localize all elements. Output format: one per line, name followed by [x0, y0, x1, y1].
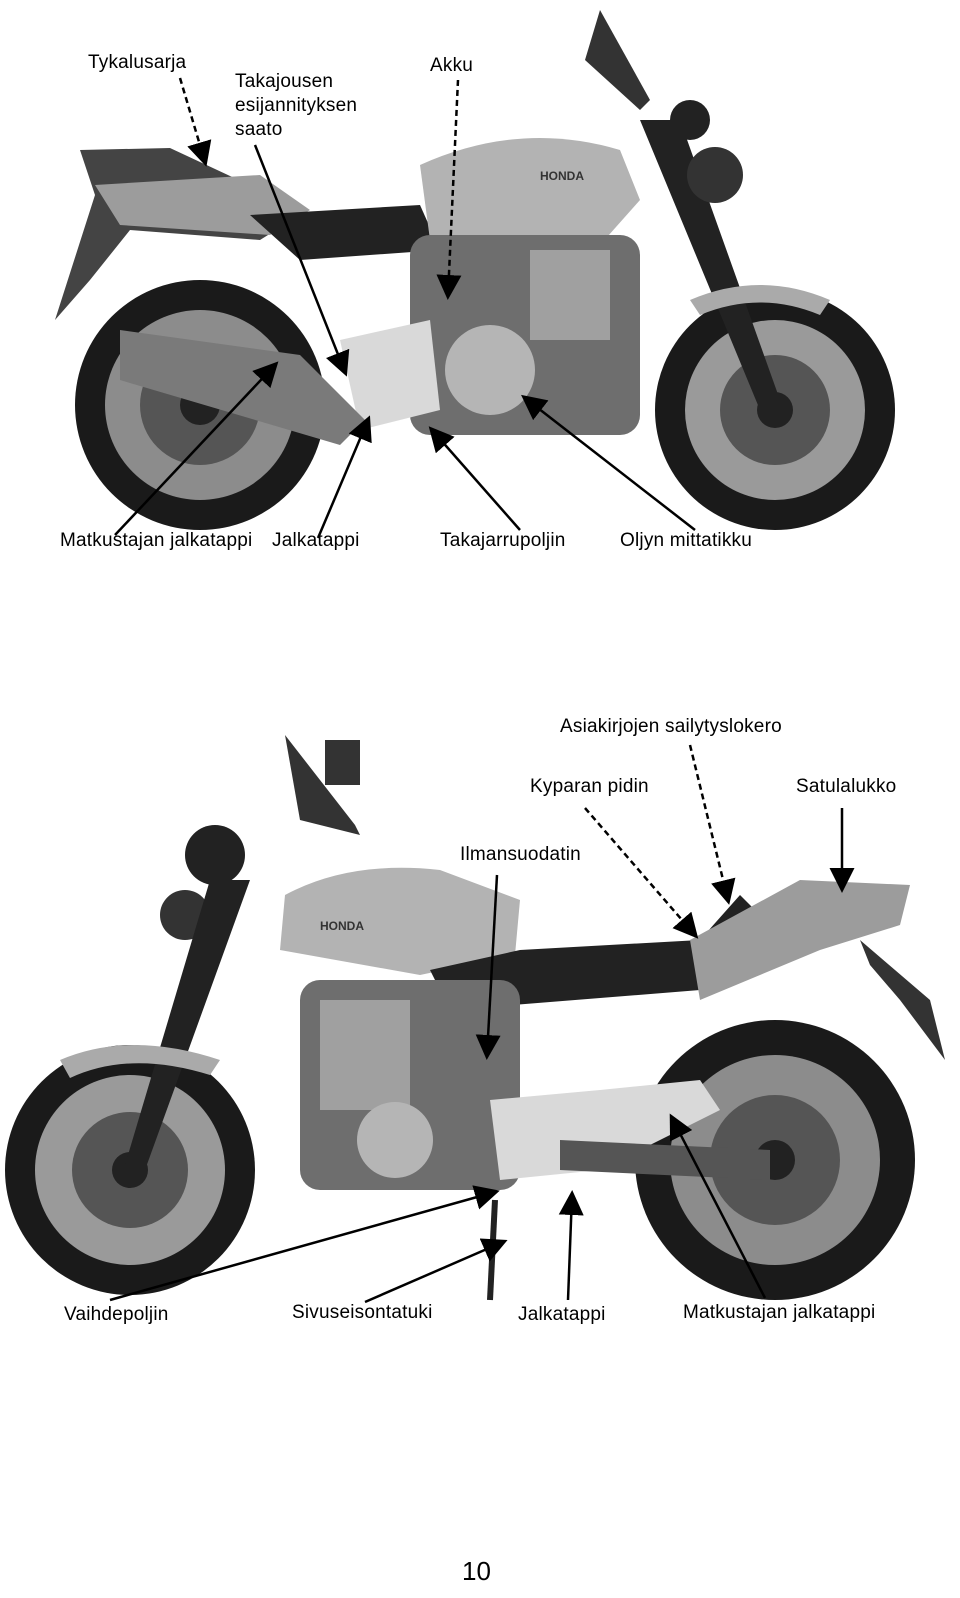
label-shift-pedal: Vaihdepoljin [64, 1304, 169, 1325]
label-toolkit: Tykalusarja [88, 52, 187, 73]
label-rear-shock-preload: Takajousen esijannityksen saato [235, 71, 358, 140]
label-passenger-footpeg: Matkustajan jalkatappi [60, 530, 253, 551]
motorcycle-right-side-illustration: HONDA [55, 10, 895, 539]
label-footpeg: Jalkatappi [518, 1304, 606, 1325]
front-wheel [5, 1045, 255, 1295]
label-side-stand: Sivuseisontatuki [292, 1302, 433, 1323]
motorcycle-left-side-illustration: HONDA [5, 735, 945, 1304]
label-passenger-footpeg: Matkustajan jalkatappi [683, 1302, 876, 1323]
motorcycle-right-side-figure: HONDA Tykalusarja Takajousen esijannityk… [0, 0, 960, 580]
front-wheel [655, 290, 895, 530]
label-battery: Akku [430, 55, 474, 76]
label-footpeg: Jalkatappi [272, 530, 360, 551]
label-document-storage: Asiakirjojen sailytyslokero [560, 716, 782, 737]
fuel-tank [280, 867, 520, 975]
label-air-filter: Ilmansuodatin [460, 844, 581, 865]
exhaust-muffler [120, 330, 365, 445]
seat [430, 895, 760, 1010]
motorcycle-left-side-figure: HONDA Asiakirjojen sailytyslokero Kypara… [0, 700, 960, 1360]
honda-logo: HONDA [320, 919, 364, 933]
label-helmet-holder: Kyparan pidin [530, 776, 649, 797]
fuel-tank [420, 138, 640, 245]
label-seat-lock: Satulalukko [796, 776, 897, 797]
seat [250, 205, 440, 260]
rear-wheel [635, 1020, 915, 1300]
label-rear-brake-pedal: Takajarrupoljin [440, 530, 566, 551]
page-number: 10 [462, 1556, 491, 1586]
label-oil-dipstick: Oljyn mittatikku [620, 530, 753, 551]
honda-logo: HONDA [540, 169, 584, 183]
tail-section [690, 880, 910, 1000]
